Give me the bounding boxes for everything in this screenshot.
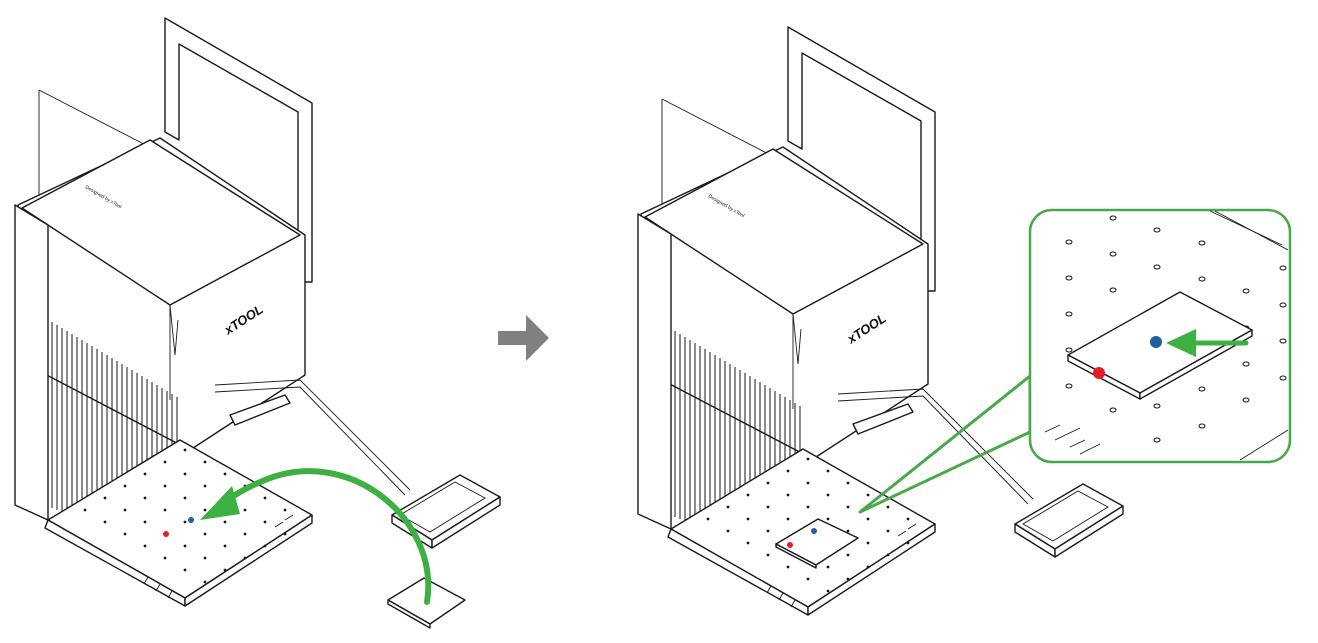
zoom-inset: [1028, 208, 1292, 464]
step-after: xTOOL Designed by xTool: [637, 26, 1292, 616]
red-marker: [163, 531, 169, 537]
zoom-ruler: [1044, 424, 1101, 455]
zoom-blue-marker: [1150, 336, 1162, 348]
blue-marker-after: [811, 528, 817, 534]
zoom-red-marker: [1093, 367, 1105, 379]
left-arrow-icon: [1166, 329, 1249, 357]
red-marker-after: [787, 542, 793, 548]
right-arrow-icon: [498, 315, 549, 361]
zoom-hole-grid: [1065, 215, 1287, 443]
blue-marker: [188, 517, 194, 523]
curved-arrow-icon: [200, 468, 432, 605]
step-before: xTOOL Designed by xTool: [14, 17, 501, 629]
